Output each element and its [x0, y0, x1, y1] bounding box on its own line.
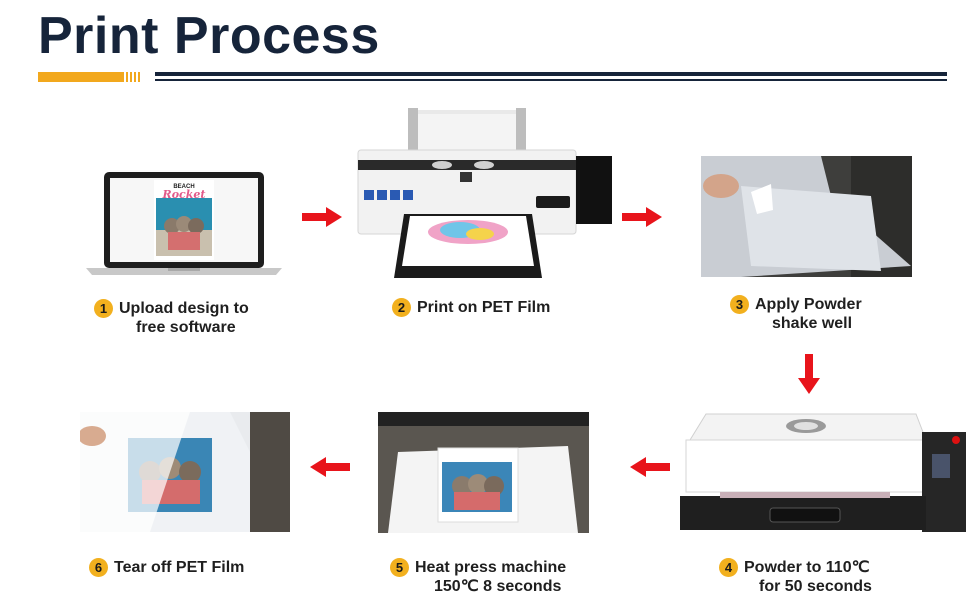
title-accent-bar: [38, 72, 124, 82]
step-5-caption: 5 Heat press machine 150℃ 8 seconds: [390, 558, 566, 596]
step-2-caption: 2 Print on PET Film: [392, 298, 550, 317]
step-6-number-badge: 6: [89, 558, 108, 577]
header-rule-thick: [155, 72, 947, 76]
step-4-line2: for 50 seconds: [759, 578, 872, 595]
arrow-left-2-icon: [310, 457, 350, 477]
oven-image: [680, 410, 970, 535]
tear-film-image: [80, 412, 290, 532]
step-5-line2: 150℃ 8 seconds: [434, 578, 562, 595]
step-3-caption: 3 Apply Powder shake well: [730, 295, 862, 333]
heat-press-image: [378, 412, 589, 533]
title-accent-ticks: [126, 72, 140, 82]
page-title: Print Process: [38, 7, 380, 65]
step-6-caption: 6 Tear off PET Film: [89, 558, 244, 577]
step-2-number-badge: 2: [392, 298, 411, 317]
step-3-line2: shake well: [772, 315, 853, 332]
step-1-line2: free software: [136, 319, 236, 336]
step-2-line1: Print on PET Film: [417, 299, 551, 316]
arrow-down-icon: [798, 354, 820, 394]
step-1-number-badge: 1: [94, 299, 113, 318]
step-1-caption: 1 Upload design to free software: [94, 299, 249, 337]
printer-image: [356, 106, 616, 284]
arrow-right-2-icon: [622, 207, 662, 227]
step-4-line1: Powder to 110℃: [744, 559, 870, 576]
powder-film-image: [701, 156, 912, 277]
laptop-design-script-text: Rocket: [162, 188, 206, 201]
step-6-line1: Tear off PET Film: [114, 559, 245, 576]
step-5-line1: Heat press machine: [415, 559, 567, 576]
laptop-design-top-text: BEACH: [173, 184, 194, 190]
laptop-image: BEACH Rocket: [84, 168, 284, 280]
step-3-number-badge: 3: [730, 295, 749, 314]
step-4-caption: 4 Powder to 110℃ for 50 seconds: [719, 558, 872, 596]
arrow-right-1-icon: [302, 207, 342, 227]
step-5-number-badge: 5: [390, 558, 409, 577]
step-4-number-badge: 4: [719, 558, 738, 577]
step-1-line1: Upload design to: [119, 300, 249, 317]
arrow-left-1-icon: [630, 457, 670, 477]
step-3-line1: Apply Powder: [755, 296, 862, 313]
header-rule-thin: [155, 79, 947, 81]
